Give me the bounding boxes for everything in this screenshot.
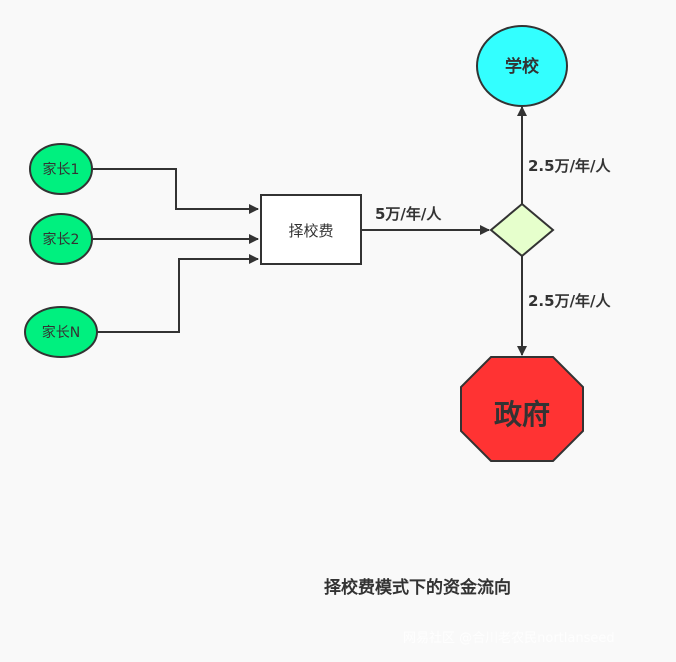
edge-label-fee-to-split: 5万/年/人 — [375, 205, 442, 223]
split-diamond-shape — [489, 202, 555, 258]
node-government-label: 政府 — [494, 398, 550, 431]
node-fee-shape — [260, 194, 362, 265]
node-school-shape — [476, 25, 568, 107]
node-school-label: 学校 — [505, 56, 540, 77]
watermark: 网易社区 @合川老农民nortlanseed — [403, 631, 615, 646]
node-school[interactable]: 学校 — [476, 25, 568, 107]
node-government-shape — [460, 356, 584, 462]
node-fee-label: 择校费 — [288, 222, 333, 240]
edge-parent1-to-fee — [92, 168, 259, 214]
node-parent2-label: 家长2 — [43, 231, 80, 248]
diagram-caption: 择校费模式下的资金流向 — [324, 578, 511, 598]
node-parentN-label: 家长N — [42, 324, 80, 341]
node-parent1-shape — [29, 143, 93, 195]
node-parentN-shape — [24, 306, 98, 358]
node-government[interactable]: 政府 — [460, 356, 584, 462]
edge-label-split-to-school: 2.5万/年/人 — [528, 157, 612, 175]
node-parent1[interactable]: 家长1 — [29, 143, 93, 195]
edge-parentN-to-fee — [96, 254, 259, 333]
node-parent2-shape — [29, 213, 93, 265]
node-split[interactable] — [489, 202, 555, 258]
node-parentN[interactable]: 家长N — [24, 306, 98, 358]
node-fee[interactable]: 择校费 — [260, 194, 362, 265]
edge-label-split-to-government: 2.5万/年/人 — [528, 292, 612, 310]
node-parent1-label: 家长1 — [43, 161, 80, 178]
node-parent2[interactable]: 家长2 — [29, 213, 93, 265]
